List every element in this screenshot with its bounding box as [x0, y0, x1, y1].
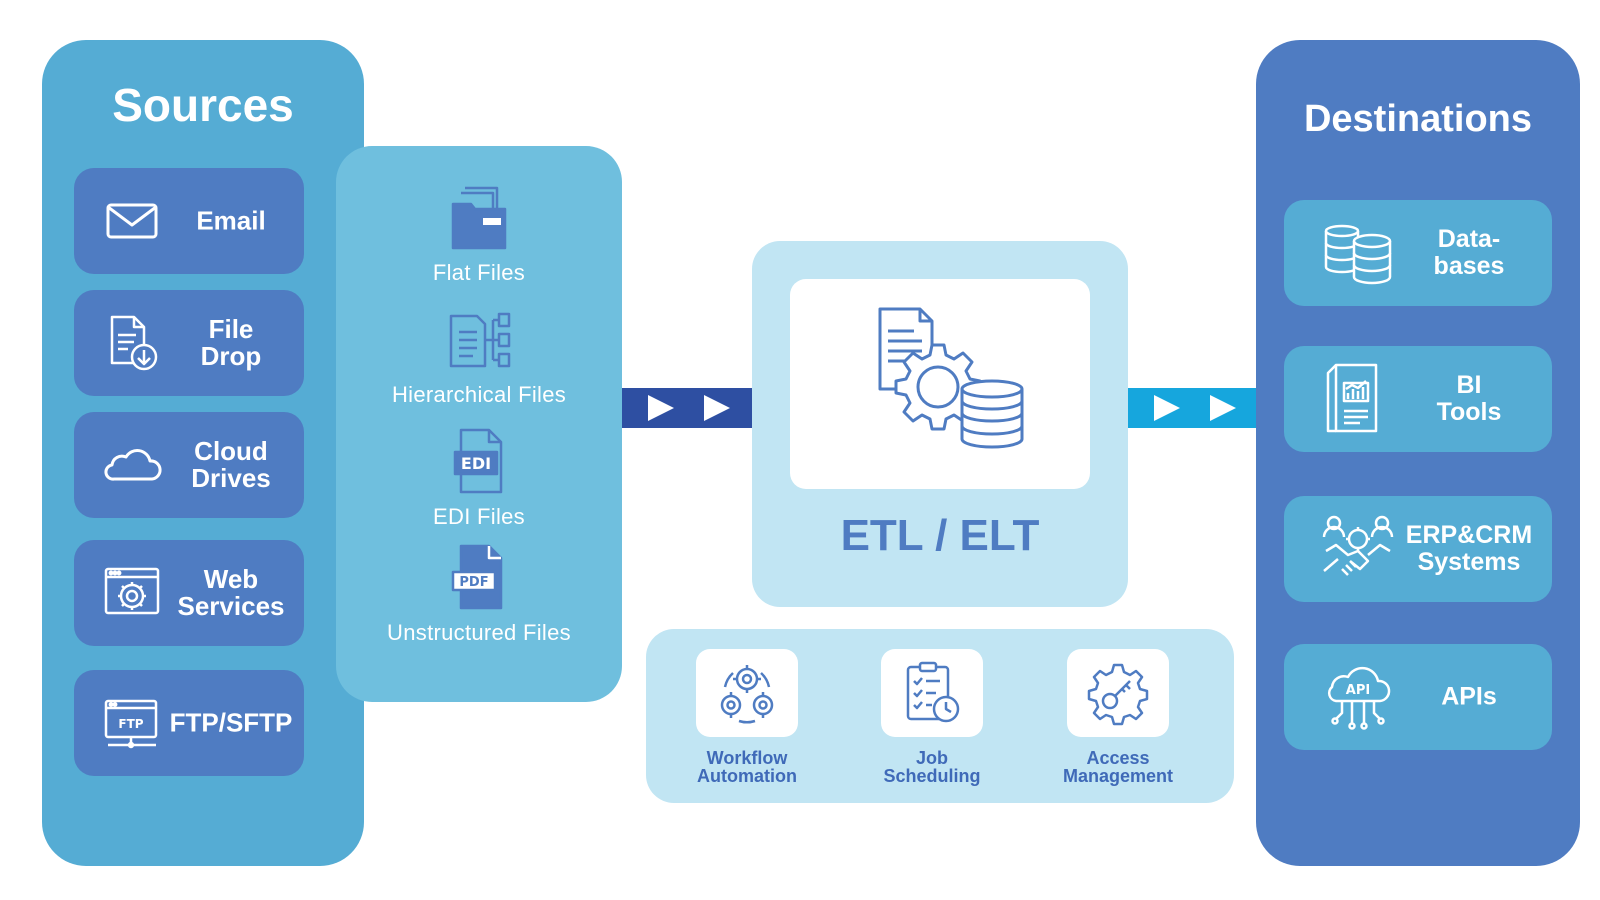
edi-file-icon: EDI [453, 428, 503, 494]
destination-erp-crm: ERP&CRM Systems [1284, 496, 1552, 602]
file-type-hierarchical: Hierarchical Files [336, 304, 622, 408]
play-arrow-icon [648, 395, 674, 421]
gear-key-icon [1087, 663, 1149, 726]
file-type-hierarchical-label: Hierarchical Files [391, 382, 567, 407]
folder-files-icon [451, 186, 507, 250]
source-ftp-sftp-label: FTP/SFTP [169, 707, 293, 738]
hierarchy-icon [449, 312, 511, 368]
destination-bi-tools: BI Tools [1284, 346, 1552, 452]
svg-text:PDF: PDF [459, 575, 488, 590]
feature-access-management: Access Management [1033, 649, 1203, 785]
file-type-unstructured-label: Unstructured Files [387, 620, 571, 645]
document-gear-database-icon [878, 307, 1024, 449]
ftp-icon: FTP [104, 699, 158, 749]
database-icon [1324, 224, 1392, 285]
file-type-unstructured: PDF Unstructured Files [336, 542, 622, 646]
svg-text:EDI: EDI [461, 454, 491, 473]
etl-icon-card [790, 279, 1090, 489]
report-chart-icon [1326, 363, 1378, 433]
destination-bi-tools-label: BI Tools [1436, 371, 1502, 426]
feature-workflow-automation-label: Workflow Automation [697, 748, 797, 786]
destination-apis-label: APIs [1441, 682, 1497, 711]
api-cloud-icon: API [1327, 666, 1391, 730]
source-web-services-label: Web Services [177, 564, 285, 621]
etl-panel: ETL / ELT [752, 241, 1128, 607]
cloud-icon [104, 449, 162, 481]
destinations-title: Destinations [1303, 98, 1533, 140]
source-web-services: Web Services [74, 540, 304, 646]
file-type-edi: EDI EDI Files [336, 426, 622, 530]
pdf-file-icon: PDF [451, 544, 503, 610]
sources-title: Sources [112, 79, 294, 131]
web-gear-icon [104, 567, 160, 615]
destination-databases: Data- bases [1284, 200, 1552, 306]
file-types-panel: Flat Files Hierarchical Files EDI EDI Fi… [336, 146, 622, 702]
destination-apis: API APIs [1284, 644, 1552, 750]
feature-job-scheduling: Job Scheduling [847, 649, 1017, 785]
feature-workflow-automation: Workflow Automation [662, 649, 832, 785]
source-email-label: Email [196, 205, 266, 236]
destination-databases-label: Data- bases [1433, 225, 1505, 280]
source-file-drop-label: File Drop [200, 314, 262, 371]
svg-text:API: API [1346, 683, 1370, 698]
flow-arrow-in [622, 388, 752, 428]
source-cloud-drives-label: Cloud Drives [191, 436, 271, 493]
gears-cycle-icon [720, 665, 774, 724]
sources-panel: Sources Email File Drop Cloud Drives [42, 40, 364, 866]
file-type-edi-label: EDI Files [433, 504, 525, 529]
handshake-icon [1322, 515, 1394, 576]
clipboard-clock-icon [906, 661, 960, 723]
envelope-icon [106, 203, 158, 239]
destinations-panel: Destinations Data- bases BI Tools [1256, 40, 1580, 866]
etl-label: ETL / ELT [840, 511, 1040, 560]
feature-access-management-label: Access Management [1062, 748, 1174, 786]
file-download-icon [110, 315, 158, 371]
file-type-flat: Flat Files [336, 182, 622, 286]
source-file-drop: File Drop [74, 290, 304, 396]
source-ftp-sftp: FTP FTP/SFTP [74, 670, 304, 776]
flow-arrow-out [1128, 388, 1256, 428]
file-type-flat-label: Flat Files [432, 260, 526, 285]
source-cloud-drives: Cloud Drives [74, 412, 304, 518]
svg-text:FTP: FTP [118, 717, 143, 731]
feature-job-scheduling-label: Job Scheduling [883, 748, 981, 786]
features-panel: Workflow Automation Job Scheduling Acces… [646, 629, 1234, 803]
play-arrow-icon [704, 395, 730, 421]
source-email: Email [74, 168, 304, 274]
play-arrow-icon [1210, 395, 1236, 421]
destination-erp-crm-label: ERP&CRM Systems [1405, 521, 1533, 576]
play-arrow-icon [1154, 395, 1180, 421]
